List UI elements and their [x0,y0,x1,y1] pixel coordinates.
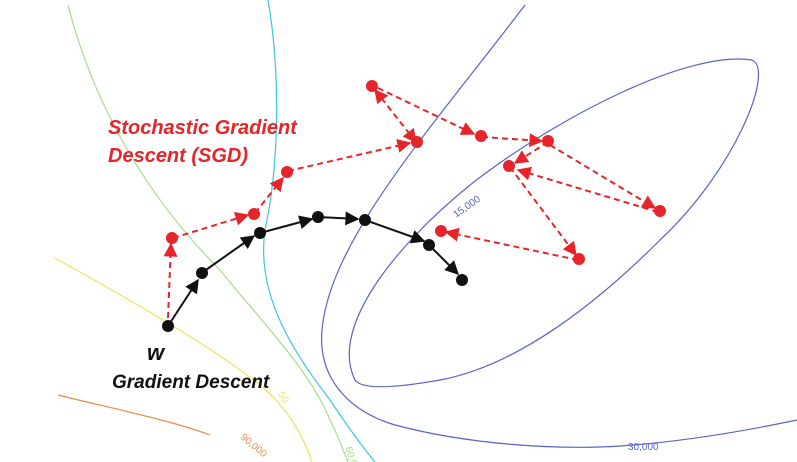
sgd-point [248,208,260,220]
sgd-points [166,80,666,265]
sgd-label-line1: Stochastic Gradient [108,117,297,139]
contour-label-50: 50 [275,390,290,406]
contour-30000 [321,4,797,448]
gd-point [456,274,468,286]
sgd-point [281,166,293,178]
w-label: w [147,340,165,365]
gd-point [254,227,266,239]
gd-point [312,211,324,223]
contour-label-60000: 60,000 [342,445,363,462]
contour-value-labels: 15,000 30,000 60,000 90,000 50 [238,194,659,462]
sgd-path [163,87,659,319]
contour-cyan [263,0,376,462]
sgd-point [366,80,378,92]
contour-15000 [348,58,760,388]
sgd-label: Stochastic Gradient Descent (SGD) [108,114,297,170]
contour-label-15000: 15,000 [451,194,483,221]
sgd-point [542,135,554,147]
sgd-point [503,160,515,172]
gd-point [162,320,174,332]
sgd-point [435,225,447,237]
sgd-point [166,232,178,244]
contour-green [67,4,349,462]
gd-point [423,239,435,251]
contour-lines [54,0,797,462]
contour-orange [57,394,211,436]
gd-label: Gradient Descent [112,372,270,393]
sgd-point [411,136,423,148]
contour-label-30000: 30,000 [628,442,659,453]
contour-yellow [54,257,313,462]
gd-path [167,211,459,327]
gd-points [162,211,468,332]
sgd-point [654,205,666,217]
gd-point [359,214,371,226]
contour-label-90000: 90,000 [238,432,269,460]
sgd-label-line2: Descent (SGD) [108,145,249,167]
gd-point [196,267,208,279]
sgd-point [573,253,585,265]
sgd-point [475,130,487,142]
